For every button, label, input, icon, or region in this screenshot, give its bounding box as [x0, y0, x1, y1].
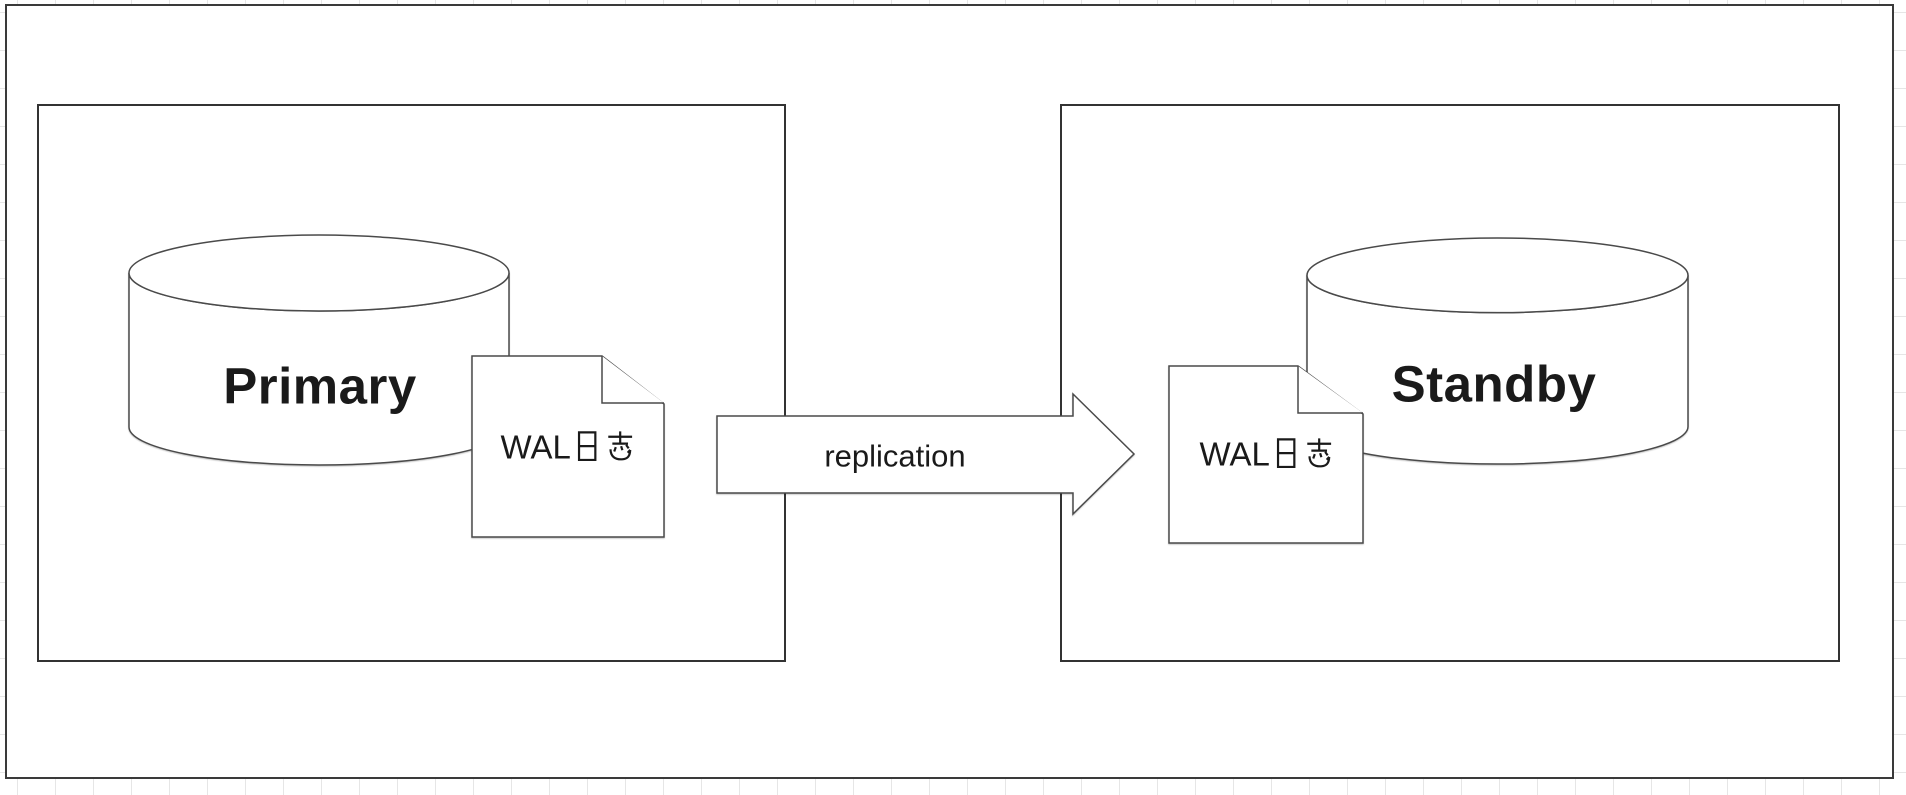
cjk-char-glyph — [1306, 438, 1331, 468]
primary-group-box — [37, 104, 786, 662]
primary-database-cylinder-icon — [128, 234, 510, 466]
standby-wal-document-icon — [1168, 365, 1364, 544]
standby-database-cylinder-icon — [1306, 237, 1689, 465]
cjk-char-glyph — [578, 431, 597, 462]
standby-group-box — [1060, 104, 1840, 662]
cjk-char-glyph — [1277, 438, 1296, 469]
replication-arrow-label: replication — [824, 438, 966, 474]
standby-wal-document-label: WAL — [1200, 437, 1335, 471]
primary-database-label: Primary — [223, 357, 417, 415]
standby-database-label: Standby — [1391, 355, 1597, 413]
primary-wal-document-label: WAL — [501, 430, 636, 464]
primary-wal-document-icon — [471, 355, 665, 538]
cjk-char-glyph — [607, 431, 632, 461]
replication-arrow-icon — [716, 392, 1136, 516]
